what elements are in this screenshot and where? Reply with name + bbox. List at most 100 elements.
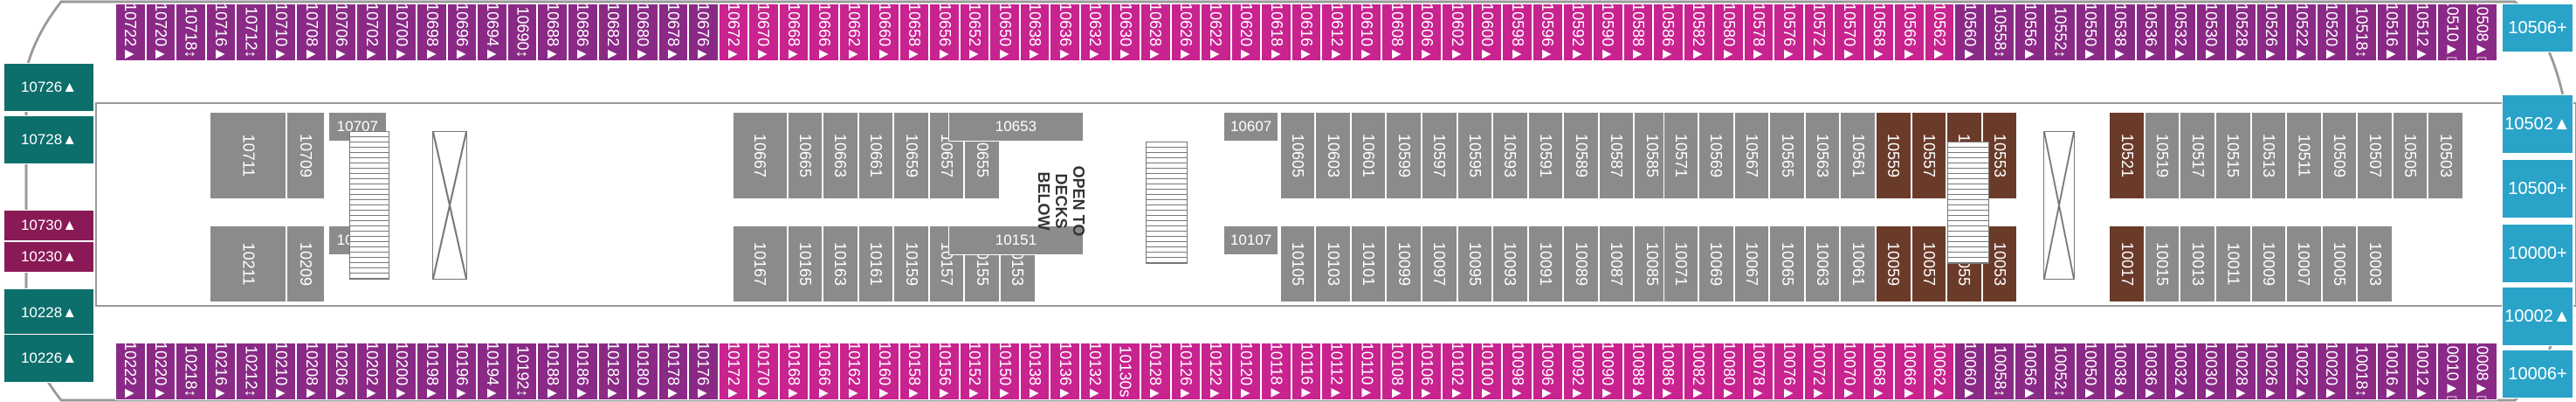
cabin[interactable]: 10098▲ [1502, 343, 1533, 400]
cabin-inner[interactable]: 10567 [1733, 112, 1770, 199]
cabin[interactable]: 10590▲ [1593, 3, 1623, 61]
cabin-forward[interactable]: 10228▲ [3, 288, 94, 337]
cabin[interactable]: 10520▲ [2316, 3, 2347, 61]
cabin[interactable]: 10512▲ [2407, 3, 2437, 61]
cabin[interactable]: 10668▲ [778, 3, 809, 61]
cabin[interactable]: 10092▲ [1562, 343, 1594, 400]
cabin-inner[interactable]: 10563 [1804, 112, 1841, 199]
cabin-inner[interactable]: 10067 [1733, 225, 1770, 302]
cabin[interactable]: 10628▲ [1140, 3, 1171, 61]
cabin[interactable]: 10152▲ [959, 343, 990, 400]
cabin-inner[interactable]: 10607 [1223, 112, 1278, 142]
cabin-inner[interactable]: 10165 [787, 225, 823, 302]
cabin-inner[interactable]: 10071 [1663, 225, 1699, 302]
cabin[interactable]: 10528▲ [2226, 3, 2256, 61]
cabin-inner[interactable]: 10659 [893, 112, 929, 199]
cabin[interactable]: 10560▲ [1954, 3, 1985, 61]
cabin-inner[interactable]: 10057 [1911, 225, 1947, 302]
cabin[interactable]: 10716▲ [205, 3, 237, 61]
cabin-inner[interactable]: 10161 [858, 225, 894, 302]
cabin-inner[interactable]: 10101 [1350, 225, 1387, 302]
cabin[interactable]: 10688▲ [537, 3, 568, 61]
cabin[interactable]: 10206▲ [326, 343, 357, 400]
cabin-inner[interactable]: 10565 [1769, 112, 1805, 199]
cabin[interactable]: 10538▲ [2105, 3, 2136, 61]
cabin[interactable]: 10110▲ [1351, 343, 1382, 400]
cabin[interactable]: 10090▲ [1593, 343, 1623, 400]
cabin[interactable]: 10008▲□ [2467, 343, 2497, 400]
cabin-inner[interactable]: 10009 [2250, 225, 2287, 302]
cabin[interactable]: 10630▲ [1110, 3, 1141, 61]
cabin[interactable]: 10202▲ [356, 343, 387, 400]
cabin[interactable]: 10218↕ [176, 343, 206, 400]
cabin[interactable]: 10686▲ [567, 3, 598, 61]
cabin[interactable]: 10082▲ [1683, 343, 1714, 400]
cabin[interactable]: 10670▲ [748, 3, 779, 61]
cabin[interactable]: 10682▲ [597, 3, 629, 61]
cabin-inner[interactable]: 10521 [2109, 112, 2145, 199]
cabin[interactable]: 10588▲ [1622, 3, 1654, 61]
cabin[interactable]: 10598▲ [1502, 3, 1533, 61]
cabin-inner[interactable]: 10511 [2286, 112, 2322, 199]
cabin[interactable]: 10118▲ [1261, 343, 1291, 400]
cabin[interactable]: 10566▲ [1894, 3, 1925, 61]
cabin[interactable]: 10578▲ [1743, 3, 1774, 61]
cabin[interactable]: 10012▲ [2407, 343, 2437, 400]
cabin[interactable]: 10518↕ [2346, 3, 2377, 61]
cabin[interactable]: 10610▲ [1351, 3, 1382, 61]
cabin-inner[interactable]: 10557 [1911, 112, 1947, 199]
cabin-inner[interactable]: 10091 [1527, 225, 1564, 302]
cabin-inner[interactable]: 10089 [1563, 225, 1599, 302]
cabin-inner[interactable]: 10591 [1527, 112, 1564, 199]
cabin[interactable]: 10210▲ [265, 343, 297, 400]
cabin[interactable]: 10606▲ [1411, 3, 1443, 61]
cabin[interactable]: 10570▲ [1834, 3, 1864, 61]
cabin[interactable]: 10660▲ [869, 3, 899, 61]
cabin[interactable]: 10618▲ [1261, 3, 1291, 61]
cabin[interactable]: 10166▲ [809, 343, 839, 400]
cabin-inner[interactable]: 10569 [1698, 112, 1734, 199]
cabin[interactable]: 10194▲ [477, 343, 507, 400]
cabin[interactable]: 10016▲ [2376, 343, 2407, 400]
cabin[interactable]: 10172▲ [718, 343, 749, 400]
cabin[interactable]: 10010▲□ [2436, 343, 2468, 400]
cabin-inner[interactable]: 10601 [1350, 112, 1387, 199]
cabin-inner[interactable]: 10517 [2180, 112, 2215, 199]
cabin[interactable]: 10076▲ [1774, 343, 1804, 400]
cabin[interactable]: 10612▲ [1321, 3, 1352, 61]
cabin[interactable]: 10038▲ [2105, 343, 2136, 400]
cabin-inner[interactable]: 10571 [1663, 112, 1699, 199]
cabin-inner[interactable]: 10007 [2286, 225, 2322, 302]
cabin[interactable]: 10032▲ [2166, 343, 2196, 400]
cabin[interactable]: 10222▲ [115, 343, 146, 400]
cabin[interactable]: 10080▲ [1713, 343, 1744, 400]
cabin-inner[interactable]: 10063 [1804, 225, 1841, 302]
cabin[interactable]: 10712↕ [236, 3, 266, 61]
cabin-inner[interactable]: 10589 [1563, 112, 1599, 199]
cabin-inner[interactable]: 10561 [1840, 112, 1876, 199]
cabin-inner[interactable]: 10599 [1386, 112, 1422, 199]
cabin[interactable]: 10680▲ [628, 3, 658, 61]
cabin[interactable]: 10100▲ [1471, 343, 1503, 400]
cabin[interactable]: 10026▲ [2256, 343, 2287, 400]
cabin[interactable]: 10200▲ [386, 343, 417, 400]
cabin[interactable]: 10136▲ [1050, 343, 1080, 400]
cabin[interactable]: 10636▲ [1050, 3, 1080, 61]
cabin[interactable]: 10186▲ [567, 343, 598, 400]
cabin[interactable]: 10122▲ [1201, 343, 1231, 400]
cabin[interactable]: 10086▲ [1653, 343, 1684, 400]
cabin[interactable]: 10572▲ [1803, 3, 1835, 61]
cabin-inner[interactable]: 10587 [1598, 112, 1635, 199]
cabin-inner[interactable]: 10107 [1223, 225, 1278, 255]
cabin[interactable]: 10650▲ [989, 3, 1020, 61]
cabin[interactable]: 10568▲ [1863, 3, 1895, 61]
cabin[interactable]: 10066▲ [1894, 343, 1925, 400]
cabin[interactable]: 10662▲ [838, 3, 870, 61]
cabin[interactable]: 10078▲ [1743, 343, 1774, 400]
cabin-inner[interactable]: 10097 [1422, 225, 1457, 302]
cabin[interactable]: 10196▲ [446, 343, 478, 400]
cabin[interactable]: 10586▲ [1653, 3, 1684, 61]
cabin[interactable]: 10028▲ [2226, 343, 2256, 400]
cabin[interactable]: 10112▲ [1321, 343, 1352, 400]
cabin[interactable]: 10602▲ [1442, 3, 1472, 61]
